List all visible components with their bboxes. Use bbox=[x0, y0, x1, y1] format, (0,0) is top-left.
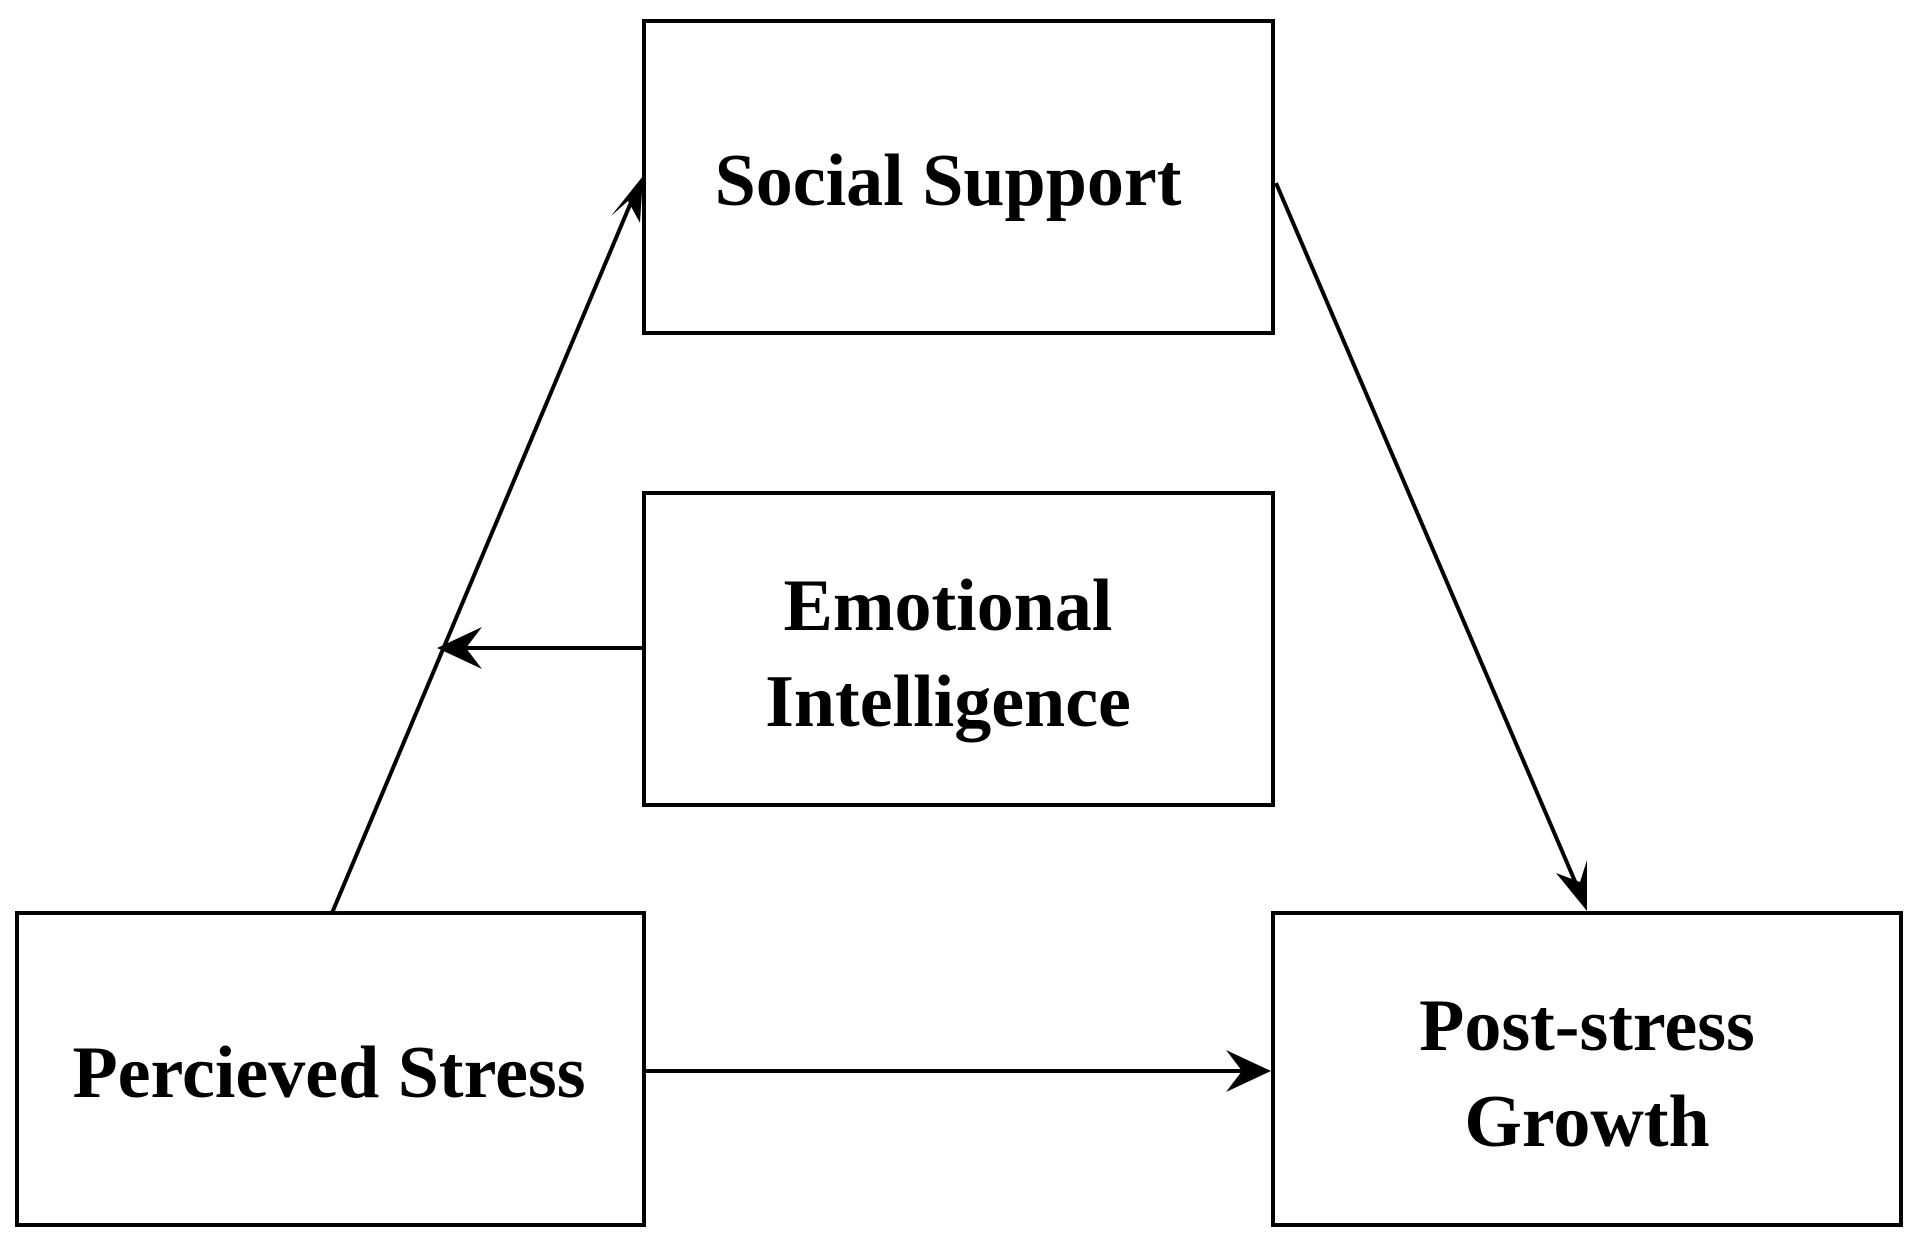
edges bbox=[330, 176, 1587, 1092]
post-stress-growth-label-line-1: Post-stress bbox=[1419, 985, 1755, 1067]
edge-stress-to-support bbox=[330, 199, 634, 914]
perceived-stress-label: Percieved Stress bbox=[72, 1032, 585, 1114]
post-stress-growth-label-line-2: Growth bbox=[1464, 1081, 1709, 1163]
emotional-intelligence-label-line-1: Emotional bbox=[784, 565, 1113, 647]
social-support-label: Social Support bbox=[715, 140, 1182, 222]
emotional-intelligence-label-line-2: Intelligence bbox=[765, 661, 1131, 743]
social-support-box bbox=[642, 19, 1275, 335]
emotional-intelligence-box bbox=[642, 491, 1275, 807]
node-post-stress-growth: Post-stress Growth bbox=[1271, 911, 1903, 1227]
arrowhead-stress-to-growth bbox=[1226, 1050, 1271, 1092]
node-perceived-stress: Percieved Stress bbox=[15, 911, 646, 1227]
arrowhead-support-to-growth bbox=[1556, 860, 1587, 911]
edge-support-to-growth bbox=[1274, 182, 1579, 887]
arrowhead-ei-moderation bbox=[437, 627, 482, 669]
node-social-support: Social Support bbox=[642, 19, 1275, 335]
perceived-stress-box bbox=[15, 911, 646, 1227]
post-stress-growth-box bbox=[1271, 911, 1903, 1227]
node-emotional-intelligence: Emotional Intelligence bbox=[642, 491, 1275, 807]
arrowhead-stress-to-support bbox=[611, 176, 643, 223]
